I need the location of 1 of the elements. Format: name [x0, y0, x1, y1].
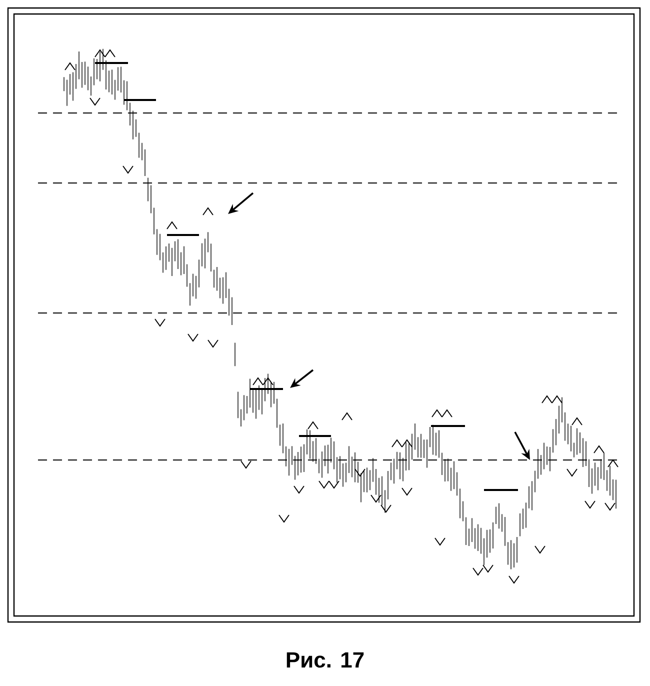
figure-caption: Рис. 17	[286, 652, 364, 668]
